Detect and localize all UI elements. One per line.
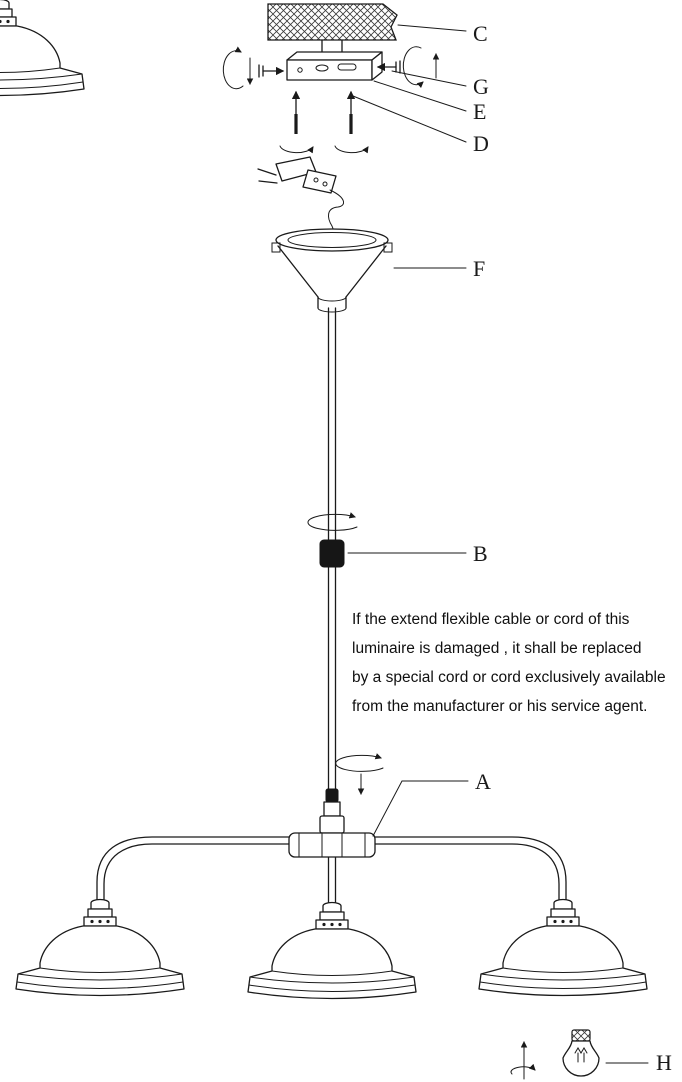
- rotation-arrow-left: [222, 46, 254, 90]
- label-g: G: [473, 74, 489, 99]
- power-plug: [257, 156, 344, 243]
- label-b: B: [473, 541, 488, 566]
- suspension-rod-upper: [327, 307, 337, 541]
- side-screw-left: [258, 64, 285, 78]
- lampshade-template: [0, 0, 85, 97]
- arm-left: [96, 836, 290, 903]
- lampshade-left: [15, 898, 185, 997]
- warning-text: If the extend flexible cable or cord of …: [352, 611, 666, 715]
- rod-connector-sleeve: [319, 539, 345, 568]
- leader-g: [391, 70, 467, 87]
- screw-rotation-arrow-left: [279, 145, 314, 154]
- leader-c: [397, 24, 467, 32]
- rod-connector-rotation-arrow: [307, 512, 358, 531]
- lampshade-center: [247, 901, 417, 1000]
- label-e: E: [473, 99, 486, 124]
- lampshade-right: [478, 898, 648, 997]
- suspension-rod-lower: [327, 566, 337, 791]
- rotation-arrow-right: [402, 46, 440, 89]
- leader-lines: [347, 24, 649, 1064]
- warning-line-3: by a special cord or cord exclusively av…: [352, 669, 666, 686]
- warning-line-4: from the manufacturer or his service age…: [352, 698, 648, 715]
- bulb-icon: [562, 1029, 600, 1077]
- side-screw-right: [376, 60, 401, 74]
- label-f: F: [473, 256, 485, 281]
- leader-a: [372, 780, 469, 837]
- ceiling-hatch: [267, 3, 398, 41]
- canopy: [271, 228, 393, 313]
- label-h: H: [656, 1050, 672, 1075]
- arm-center: [327, 856, 337, 907]
- label-c: C: [473, 21, 488, 46]
- screw-rotation-arrow-right: [334, 145, 369, 154]
- lower-rotation-arrow: [335, 753, 384, 795]
- warning-line-1: If the extend flexible cable or cord of …: [352, 611, 630, 628]
- arm-right: [374, 836, 567, 903]
- bulb-rotation-arrow: [510, 1041, 536, 1080]
- arm-junction: [288, 832, 376, 858]
- leader-e: [373, 80, 467, 112]
- warning-line-2: luminaire is damaged , it shall be repla…: [352, 640, 642, 657]
- rod-end-ferrule: [319, 788, 345, 834]
- label-d: D: [473, 131, 489, 156]
- ceiling-section: [267, 3, 398, 55]
- leader-d: [352, 95, 467, 143]
- label-a: A: [475, 769, 491, 794]
- mounting-bracket: [286, 51, 383, 81]
